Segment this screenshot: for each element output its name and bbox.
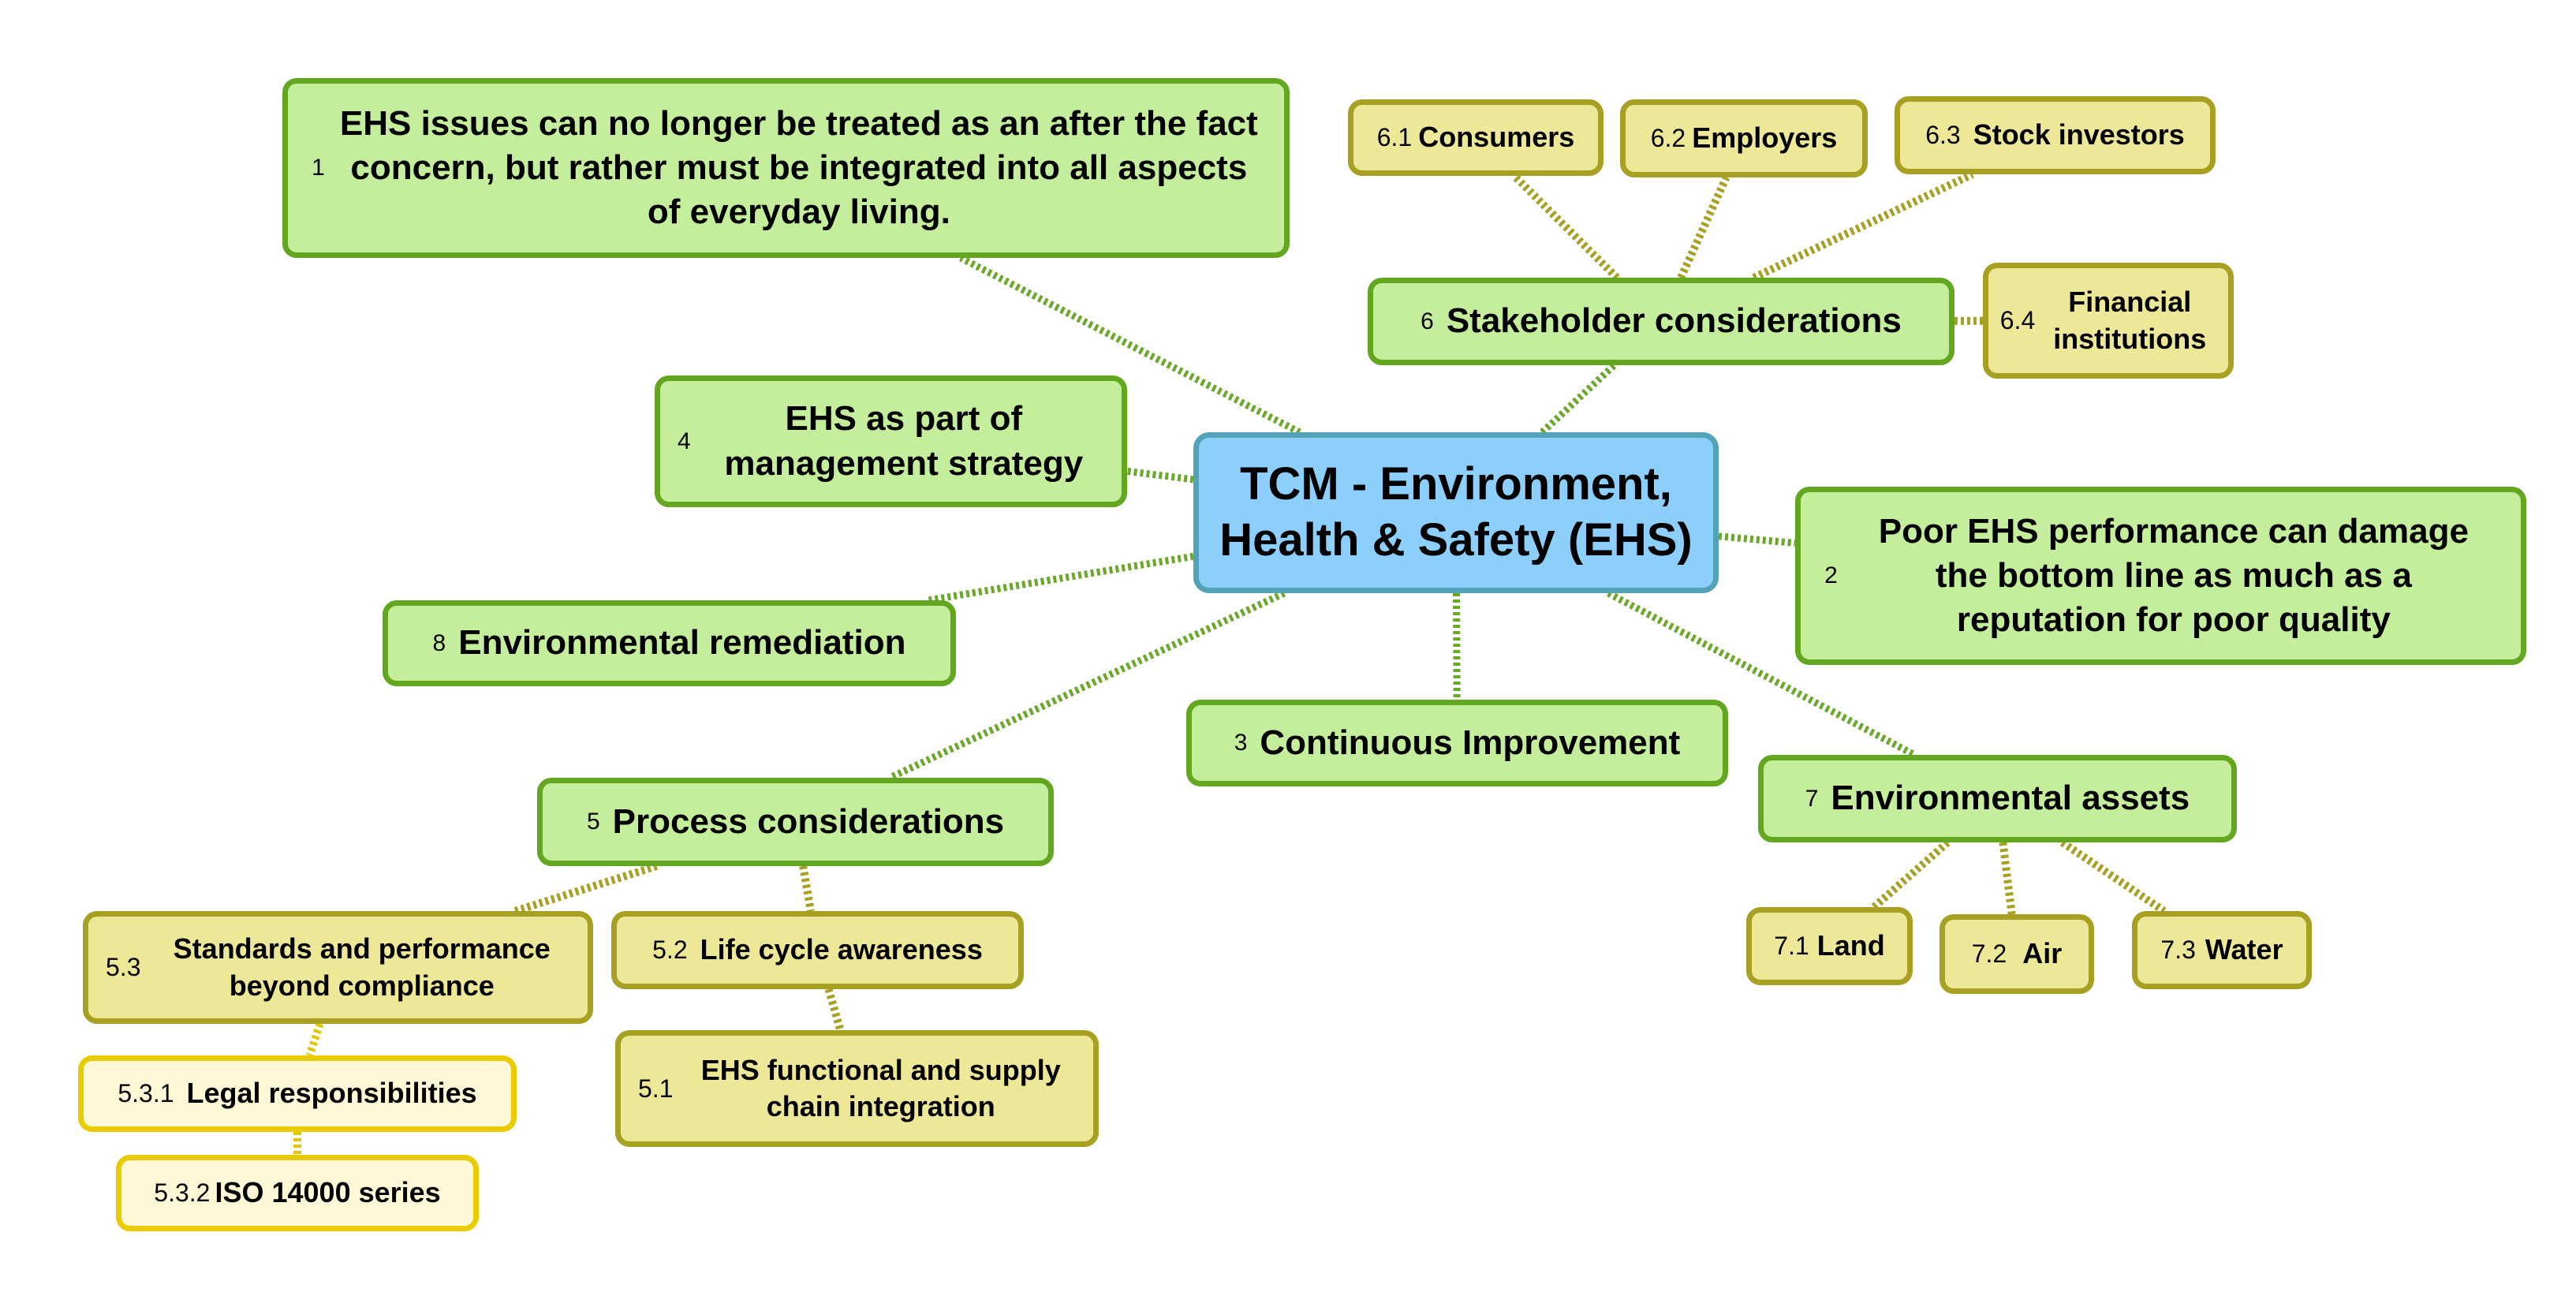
connector-root-to-4 bbox=[1126, 467, 1194, 484]
subtopic-label: Consumers bbox=[1418, 121, 1575, 154]
topic-label: Continuous Improvement bbox=[1260, 723, 1681, 762]
topic-number: 6 bbox=[1421, 308, 1434, 334]
connector-root-to-6 bbox=[1540, 362, 1617, 435]
subtopic-number: 6.1 bbox=[1376, 123, 1413, 151]
subtopic-label: EHS functional and supply chain integrat… bbox=[700, 1053, 1061, 1122]
subtopic-label: Standards and performance beyond complia… bbox=[173, 932, 551, 1002]
subtopic-node-7-2[interactable]: 7.2 Air bbox=[1939, 914, 2094, 994]
topic-node-6[interactable]: 6 Stakeholder considerations bbox=[1368, 278, 1954, 365]
subtopic-label: Stock investors bbox=[1973, 118, 2185, 151]
connector-root-to-3 bbox=[1453, 592, 1461, 700]
subtopic-node-7-1[interactable]: 7.1 Land bbox=[1746, 907, 1913, 985]
subtopic-label: Air bbox=[2022, 937, 2063, 970]
connector-7-to-7-2 bbox=[1999, 842, 2016, 915]
connector-5-to-5-2 bbox=[799, 865, 815, 912]
root-node[interactable]: TCM - Environment, Health & Safety (EHS) bbox=[1193, 432, 1719, 593]
topic-label: Process considerations bbox=[612, 801, 1005, 841]
topic-label: EHS as part of management strategy bbox=[724, 399, 1084, 483]
topic-node-8[interactable]: 8 Environmental remediation bbox=[383, 600, 956, 686]
subtopic-node-6-1[interactable]: 6.1 Consumers bbox=[1348, 99, 1603, 176]
subtopic-number: 6.3 bbox=[1925, 121, 1961, 149]
connector-6-to-6-1 bbox=[1511, 173, 1620, 281]
topic-label: Environmental remediation bbox=[458, 623, 906, 663]
topic-node-2[interactable]: 2 Poor EHS performance can damage the bo… bbox=[1795, 487, 2526, 665]
connector-6-to-6-3 bbox=[1752, 170, 1974, 282]
detail-label: Legal responsibilities bbox=[186, 1077, 477, 1110]
connector-root-to-8 bbox=[928, 552, 1194, 604]
topic-node-1[interactable]: 1 EHS issues can no longer be treated as… bbox=[282, 78, 1290, 258]
topic-number: 8 bbox=[432, 629, 446, 656]
detail-number: 5.3.1 bbox=[118, 1079, 174, 1107]
topic-number: 5 bbox=[586, 809, 600, 835]
subtopic-node-5-1[interactable]: 5.1 EHS functional and supply chain inte… bbox=[615, 1030, 1099, 1147]
topic-number: 2 bbox=[1824, 562, 1838, 588]
topic-number: 4 bbox=[678, 428, 691, 454]
connector-7-to-7-1 bbox=[1871, 839, 1951, 910]
detail-node-5-3-1[interactable]: 5.3.1 Legal responsibilities bbox=[78, 1055, 517, 1132]
root-node-label: TCM - Environment, Health & Safety (EHS) bbox=[1219, 458, 1693, 566]
subtopic-label: Water bbox=[2205, 933, 2283, 966]
subtopic-number: 5.2 bbox=[652, 936, 688, 964]
subtopic-number: 6.4 bbox=[1999, 306, 2036, 334]
topic-number: 3 bbox=[1234, 730, 1248, 756]
connector-5-to-5-3 bbox=[513, 862, 658, 915]
topic-number: 7 bbox=[1805, 785, 1819, 812]
subtopic-node-6-3[interactable]: 6.3 Stock investors bbox=[1895, 96, 2216, 174]
subtopic-label: Financial institutions bbox=[2053, 286, 2207, 355]
subtopic-label: Land bbox=[1816, 929, 1885, 962]
subtopic-node-6-2[interactable]: 6.2 Employers bbox=[1620, 99, 1868, 177]
connector-root-to-7 bbox=[1607, 590, 1917, 758]
topic-node-3[interactable]: 3 Continuous Improvement bbox=[1186, 700, 1728, 786]
subtopic-number: 7.1 bbox=[1774, 932, 1809, 960]
subtopic-node-5-3[interactable]: 5.3 Standards and performance beyond com… bbox=[83, 911, 593, 1024]
subtopic-node-5-2[interactable]: 5.2 Life cycle awareness bbox=[611, 911, 1024, 989]
subtopic-number: 5.3 bbox=[106, 953, 141, 981]
subtopic-label: Employers bbox=[1692, 121, 1838, 155]
subtopic-number: 7.3 bbox=[2160, 936, 2196, 964]
subtopic-node-7-3[interactable]: 7.3 Water bbox=[2132, 911, 2312, 989]
subtopic-number: 5.1 bbox=[638, 1074, 674, 1103]
topic-label: Poor EHS performance can damage the bott… bbox=[1878, 511, 2469, 640]
connector-root-to-1 bbox=[959, 254, 1301, 436]
detail-node-5-3-2[interactable]: 5.3.2 ISO 14000 series bbox=[116, 1155, 479, 1231]
topic-label: Environmental assets bbox=[1831, 779, 2190, 818]
subtopic-number: 7.2 bbox=[1971, 939, 2007, 968]
subtopic-node-6-4[interactable]: 6.4 Financial institutions bbox=[1983, 263, 2234, 379]
connector-5-2-to-5-1 bbox=[824, 988, 845, 1032]
connector-6-to-6-2 bbox=[1677, 175, 1730, 280]
detail-number: 5.3.2 bbox=[154, 1178, 211, 1207]
topic-node-7[interactable]: 7 Environmental assets bbox=[1758, 755, 2237, 842]
subtopic-label: Life cycle awareness bbox=[700, 933, 983, 966]
connector-root-to-5 bbox=[888, 589, 1286, 782]
connector-7-to-7-3 bbox=[2059, 838, 2167, 915]
connector-5-3-to-5-3-1 bbox=[305, 1022, 324, 1057]
topic-number: 1 bbox=[312, 155, 325, 181]
topic-node-4[interactable]: 4 EHS as part of management strategy bbox=[655, 375, 1127, 507]
connector-root-to-2 bbox=[1718, 532, 1796, 547]
subtopic-number: 6.2 bbox=[1650, 124, 1686, 152]
topic-node-5[interactable]: 5 Process considerations bbox=[537, 778, 1054, 866]
topic-label: Stakeholder considerations bbox=[1446, 301, 1902, 341]
detail-label: ISO 14000 series bbox=[215, 1176, 441, 1209]
topic-label: EHS issues can no longer be treated as a… bbox=[339, 103, 1258, 232]
